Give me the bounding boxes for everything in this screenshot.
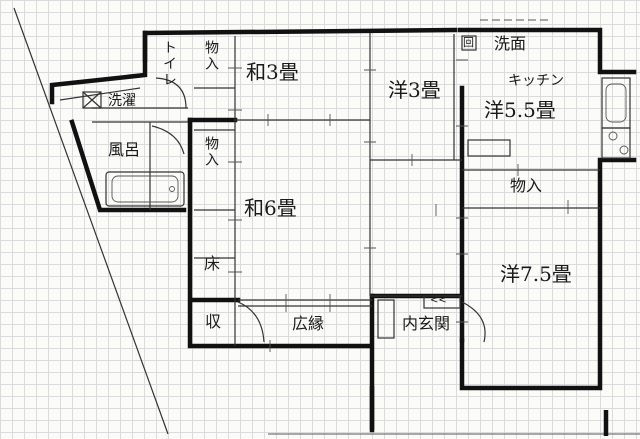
bathtub [105, 171, 185, 207]
partition-lines [59, 33, 600, 346]
senmen-mark: 回 [463, 36, 474, 49]
room-label-monoire-right: 物入 [510, 176, 543, 195]
bath-door [151, 125, 185, 155]
room-label-monoire-top: 物入 [203, 40, 219, 72]
room-label-senmen: 洗面 [494, 34, 527, 53]
closet-door [237, 301, 265, 343]
room-label-closet-small: 収 [205, 312, 222, 331]
room-label-washitsu-3: 和3畳 [246, 60, 299, 84]
stove [601, 127, 631, 159]
room-label-toko: 床 [204, 254, 221, 273]
tick-marks [228, 59, 569, 352]
kitchen-counter [467, 139, 511, 157]
room-label-kitchen-size: 洋5.5畳 [484, 98, 556, 122]
step [423, 295, 461, 309]
laundry-box [82, 91, 102, 109]
shoe-mark: << [430, 295, 447, 306]
room-label-hiroen: 広縁 [292, 314, 325, 333]
room-label-toilet: トイレ [161, 40, 177, 88]
toilet-door [155, 77, 187, 109]
room-label-genkan: 内玄関 [402, 314, 451, 333]
room-label-monoire-mid: 物入 [203, 136, 219, 168]
boundary-line [13, 7, 169, 435]
laundry-x [82, 91, 102, 109]
room-label-yoshitsu-7-5: 洋7.5畳 [500, 262, 572, 286]
room-label-yoshitsu-3: 洋3畳 [388, 78, 441, 102]
senmen-box [461, 35, 477, 51]
interior-wall [142, 30, 465, 343]
room-label-bath: 風呂 [108, 140, 141, 159]
room-label-laundry: 洗濯 [108, 93, 136, 109]
entrance-door [461, 301, 486, 343]
room-label-kitchen: キッチン [508, 73, 564, 89]
outer-wall [49, 27, 637, 433]
room-label-washitsu-6: 和6畳 [244, 196, 297, 220]
shoe-cabinet [377, 299, 395, 339]
